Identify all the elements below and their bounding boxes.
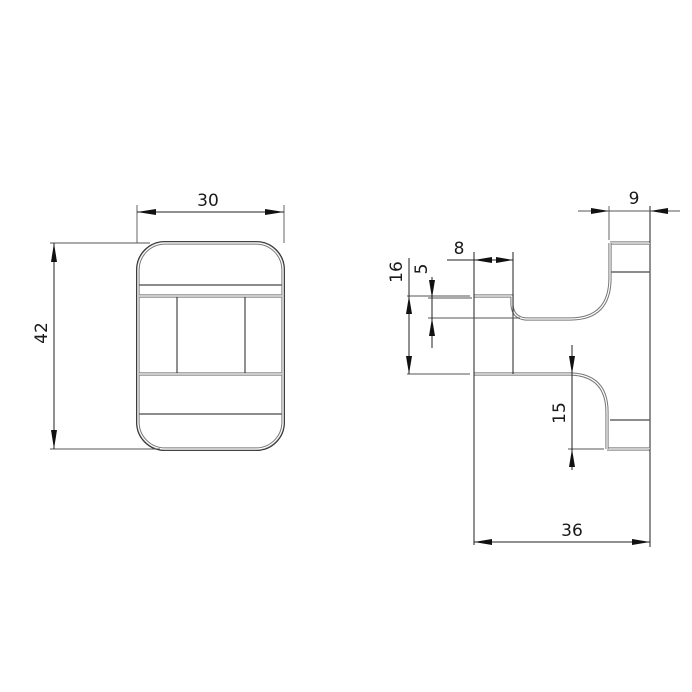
dimension-label-height: 42 — [32, 322, 52, 344]
dimension-label-width: 30 — [197, 191, 219, 211]
lower-hook-profile — [474, 372, 609, 449]
upper-hook-profile — [474, 243, 612, 321]
dimension-lower-hook-drop: 15 — [550, 345, 604, 470]
front-view: 30 42 — [32, 191, 285, 451]
dimension-hook-tip-height: 16 — [387, 258, 470, 375]
dimension-label-top-wall-depth: 9 — [629, 189, 640, 209]
dimension-label-lower-hook-drop: 15 — [550, 402, 570, 424]
front-outline — [136, 241, 285, 451]
dimension-hook-tip-width: 8 — [447, 239, 513, 263]
dimension-label-hook-tip-width: 8 — [454, 239, 465, 259]
dimension-label-total-depth: 36 — [561, 521, 583, 541]
dimension-height: 42 — [32, 242, 160, 450]
dimension-label-hook-tip-height: 16 — [387, 261, 407, 283]
dimension-top-wall-depth: 9 — [578, 189, 680, 243]
dimension-label-hook-lip: 5 — [412, 264, 432, 275]
dimension-width: 30 — [136, 191, 285, 243]
dimension-hook-lip: 5 — [412, 264, 520, 348]
side-view: 9 8 16 5 — [387, 189, 680, 547]
dimension-total-depth: 36 — [474, 449, 651, 547]
